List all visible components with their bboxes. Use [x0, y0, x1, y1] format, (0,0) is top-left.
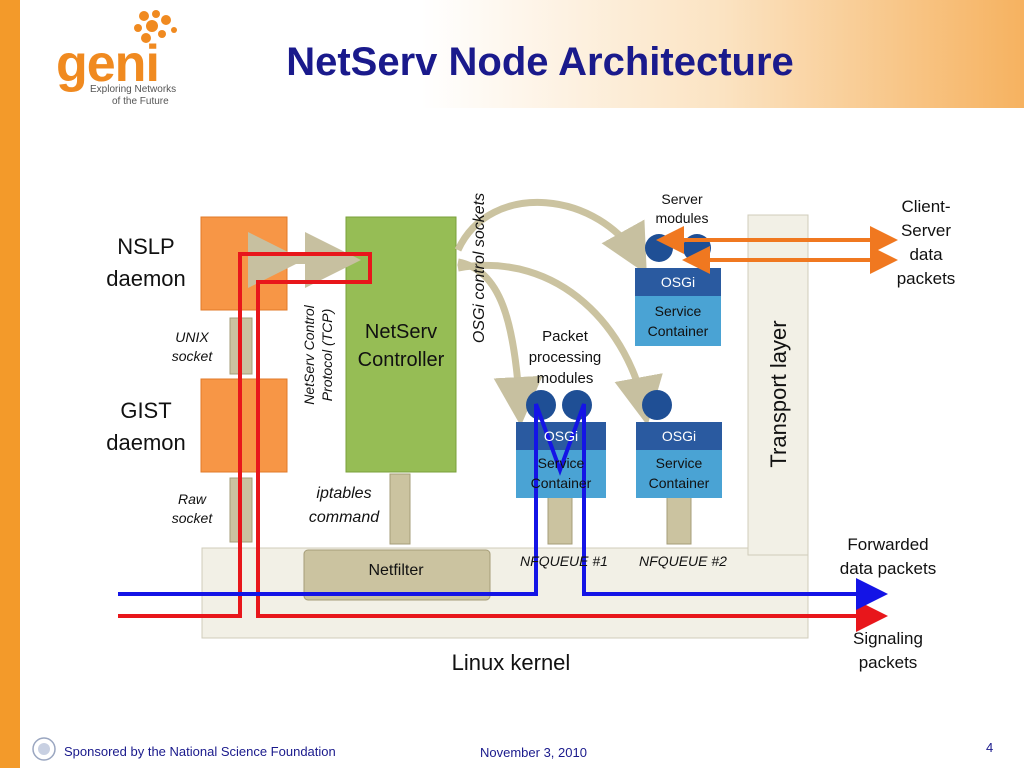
osgi-socket-curve-3 — [457, 261, 663, 426]
osgi-label-server: OSGi — [661, 274, 695, 290]
gist-label-1: GIST — [120, 398, 171, 423]
service-label-server-1: Service — [655, 303, 702, 319]
client-server-label-2: Server — [901, 221, 951, 240]
nfqueue1-label: NFQUEUE #1 — [520, 553, 608, 569]
linux-kernel-label: Linux kernel — [452, 650, 571, 675]
data-packet-path — [118, 403, 888, 610]
nslp-label-1: NSLP — [117, 234, 174, 259]
control-protocol-label-1: NetServ Control — [301, 304, 317, 404]
iptables-label-1: iptables — [316, 485, 371, 502]
osgi-socket-curve-2 — [457, 258, 543, 426]
packet-module-circle-3 — [642, 390, 672, 420]
server-modules-label-2: modules — [656, 210, 709, 226]
header-band — [20, 0, 1024, 108]
forwarded-label-1: Forwarded — [847, 535, 928, 554]
iptables-label-2: command — [309, 509, 380, 526]
osgi-sockets-label: OSGi control sockets — [471, 193, 488, 343]
geni-logo — [40, 6, 190, 106]
page-title: NetServ Node Architecture — [286, 40, 794, 84]
footer-sponsor: Sponsored by the National Science Founda… — [64, 744, 336, 759]
raw-label-2: socket — [172, 510, 214, 526]
client-server-label-4: packets — [897, 269, 956, 288]
osgi-bar-pp1 — [516, 422, 606, 450]
iptables-arrow — [389, 473, 411, 545]
logo-word: geni — [56, 35, 160, 93]
signaling-label-1: Signaling — [853, 629, 923, 648]
signaling-label-2: packets — [859, 653, 918, 672]
transport-layer-label: Transport layer — [766, 320, 791, 467]
netfilter-box — [303, 549, 491, 601]
client-server-label-3: data — [909, 245, 943, 264]
page-number: 4 — [986, 740, 994, 755]
unix-label-1: UNIX — [175, 329, 209, 345]
raw-label-1: Raw — [178, 491, 207, 507]
nfqueue2-arrow — [666, 495, 692, 545]
nsf-seal-icon — [32, 737, 56, 761]
packet-module-circle-2 — [562, 390, 592, 420]
netfilter-label: Netfilter — [368, 562, 424, 579]
control-protocol-label-2: Protocol (TCP) — [319, 309, 335, 402]
nslp-daemon-box — [200, 216, 288, 311]
nfqueue2-label: NFQUEUE #2 — [639, 553, 727, 569]
controller-label-2: Controller — [358, 349, 445, 371]
service-label-server-2: Container — [648, 323, 709, 339]
osgi-label-pp2: OSGi — [662, 428, 696, 444]
packet-module-circle-1 — [526, 390, 556, 420]
server-modules-label-1: Server — [661, 191, 703, 207]
packet-modules-label-1: Packet — [542, 328, 589, 345]
signaling-packet-path — [118, 252, 888, 632]
service-container-pp1 — [516, 450, 606, 498]
service-label-pp2-1: Service — [656, 455, 703, 471]
client-server-label-1: Client- — [901, 197, 950, 216]
service-container-server — [635, 296, 721, 346]
logo-tagline-1: Exploring Networks — [90, 84, 177, 95]
forwarded-label-2: data packets — [840, 559, 936, 578]
gist-label-2: daemon — [106, 430, 186, 455]
left-accent-bar — [0, 0, 20, 768]
service-label-pp1-1: Service — [538, 455, 585, 471]
packet-modules-label-2: processing — [529, 349, 602, 366]
footer-date: November 3, 2010 — [480, 745, 587, 760]
gist-daemon-box — [200, 378, 288, 473]
netserv-controller-box — [345, 216, 457, 473]
packet-modules-label-3: modules — [537, 370, 594, 387]
osgi-bar-pp2 — [636, 422, 722, 450]
nslp-label-2: daemon — [106, 266, 186, 291]
logo-tagline-2: of the Future — [112, 96, 169, 107]
logo-dots-icon — [134, 10, 177, 43]
osgi-socket-curve-1 — [454, 198, 647, 275]
osgi-label-pp1: OSGi — [544, 428, 578, 444]
service-label-pp1-2: Container — [531, 475, 592, 491]
unix-label-2: socket — [172, 348, 214, 364]
service-container-pp2 — [636, 450, 722, 498]
nfqueue1-arrow — [547, 495, 573, 545]
service-label-pp2-2: Container — [649, 475, 710, 491]
controller-label-1: NetServ — [365, 321, 437, 343]
